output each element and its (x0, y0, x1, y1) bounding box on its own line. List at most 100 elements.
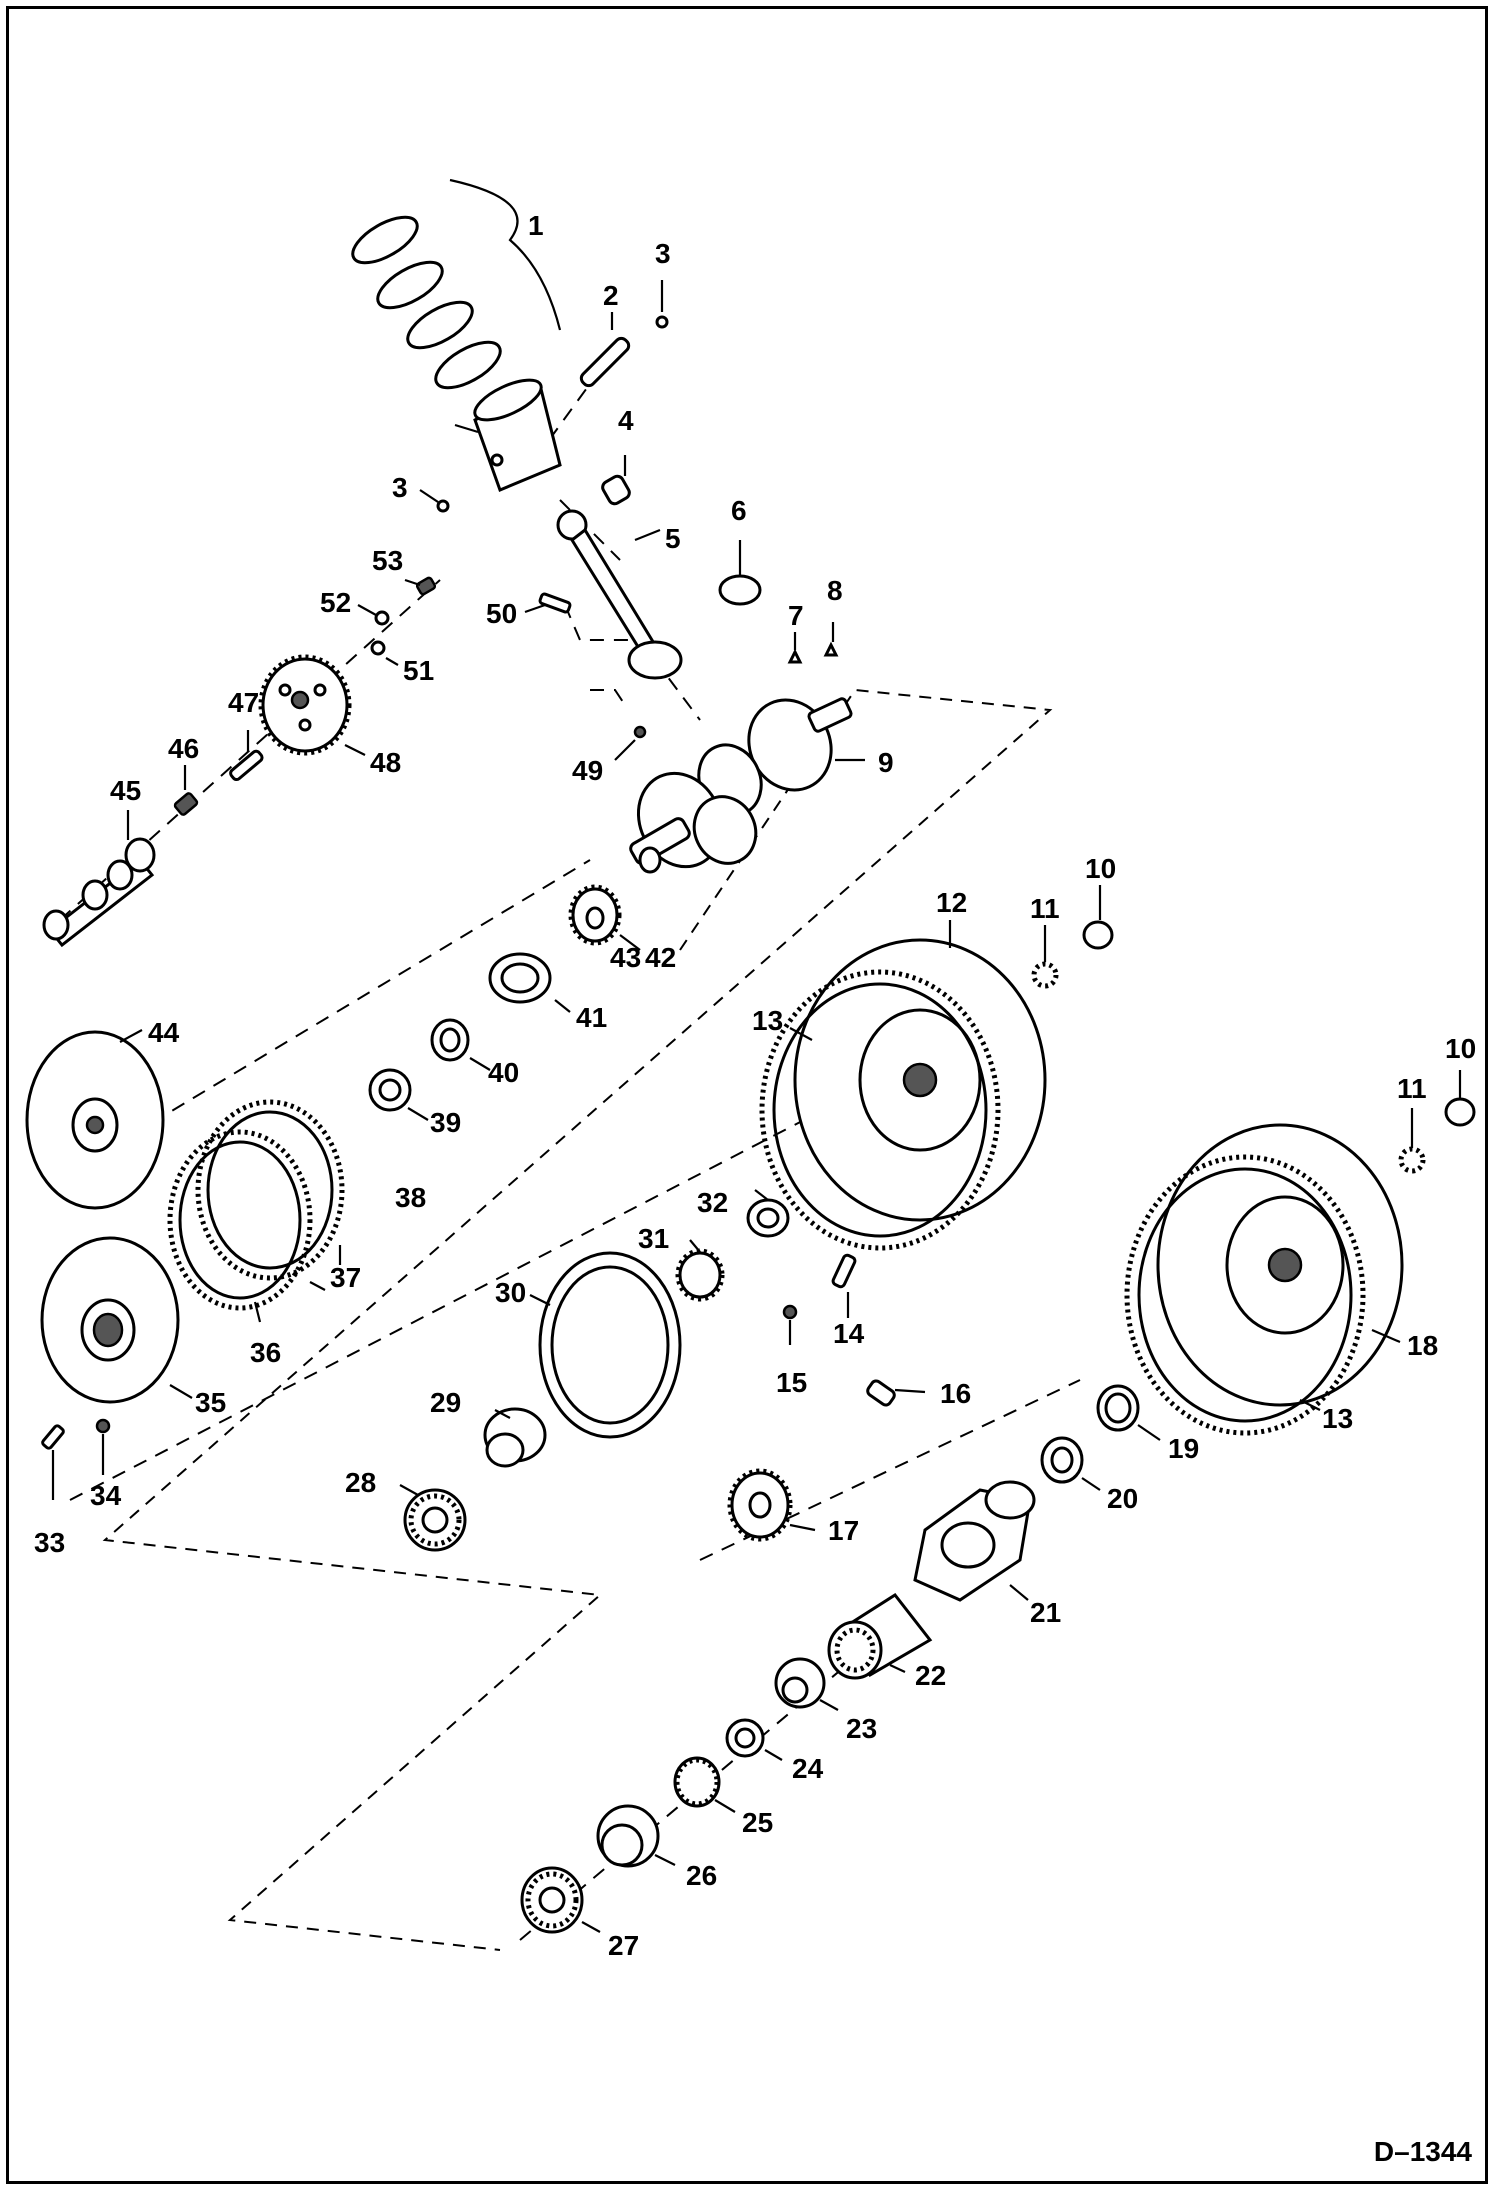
rod-bushing (601, 474, 631, 506)
clutch-drum-rear (1124, 1123, 1404, 1436)
callout: 16 (940, 1378, 971, 1409)
callout: 20 (1107, 1483, 1138, 1514)
callout: 52 (320, 587, 351, 618)
pin-clip-lower (436, 499, 450, 513)
crank-gear (568, 884, 622, 946)
callout: 22 (915, 1660, 946, 1691)
piston (473, 378, 562, 492)
callout: 38 (395, 1182, 426, 1213)
callout: 36 (250, 1337, 281, 1368)
camshaft (42, 837, 156, 948)
callout: 32 (697, 1187, 728, 1218)
callout: 31 (638, 1223, 669, 1254)
callout: 29 (430, 1387, 461, 1418)
callout: 49 (572, 755, 603, 786)
washer-51 (374, 610, 390, 626)
key-7 (787, 648, 803, 664)
callout: 40 (488, 1057, 519, 1088)
leader-lines (51, 280, 1462, 1933)
diagram-border (6, 6, 1488, 2184)
callout: 35 (195, 1387, 226, 1418)
crankshaft (629, 697, 853, 874)
callout: 41 (576, 1002, 607, 1033)
callout: 4 (618, 405, 634, 436)
callout: 19 (1168, 1433, 1199, 1464)
fitting-16 (866, 1379, 896, 1407)
callout: 50 (486, 598, 517, 629)
gasket-38 (195, 1099, 345, 1281)
callout: 26 (686, 1860, 717, 1891)
callout: 24 (792, 1753, 824, 1784)
callout: 37 (330, 1262, 361, 1293)
end-cover-43 (25, 1030, 165, 1210)
callout: 42 (645, 942, 676, 973)
callout: 39 (430, 1107, 461, 1138)
callout: 17 (828, 1515, 859, 1546)
piston-pin (579, 336, 631, 388)
callout: 25 (742, 1807, 773, 1838)
screw-52 (415, 576, 437, 596)
callout: 51 (403, 655, 434, 686)
callout: 2 (603, 280, 619, 311)
nut-34 (95, 1418, 111, 1434)
callout-labels: 1 2 3 3 4 5 6 7 8 9 10 10 11 11 12 13 13… (34, 210, 1476, 1961)
callout: 6 (731, 495, 747, 526)
sleeve-22 (827, 1593, 933, 1680)
callout: 10 (1445, 1033, 1476, 1064)
callout: 13 (752, 1005, 783, 1036)
rod-bearing (718, 574, 762, 606)
callout: 7 (788, 600, 804, 631)
rod-nut (633, 725, 647, 739)
callout: 43 (610, 942, 641, 973)
gear-31 (678, 1251, 722, 1299)
nut-10-front (1082, 920, 1114, 950)
callout: 14 (833, 1318, 865, 1349)
callout: 47 (228, 687, 259, 718)
callout: 18 (1407, 1330, 1438, 1361)
bolt-33 (41, 1424, 65, 1450)
clutch-drum-front (759, 938, 1047, 1251)
bearing-housing-21 (913, 1480, 1036, 1602)
spring-45 (173, 792, 199, 816)
callout: 34 (90, 1480, 122, 1511)
connecting-rod (556, 509, 683, 680)
drawing-number: D–1344 (1373, 2136, 1472, 2167)
bolt-14 (831, 1253, 857, 1289)
washer-15 (782, 1304, 798, 1320)
lockwasher-11-front (1031, 961, 1059, 989)
callout: 3 (392, 472, 408, 503)
callout: 27 (608, 1930, 639, 1961)
callout: 5 (665, 523, 681, 554)
rod-bolt (538, 592, 572, 614)
callout: 21 (1030, 1597, 1061, 1628)
nut-10-rear (1444, 1097, 1476, 1127)
washer-50 (370, 640, 386, 656)
callout: 28 (345, 1467, 376, 1498)
callout: 46 (168, 733, 199, 764)
gasket-37 (167, 1129, 313, 1311)
callout: 45 (110, 775, 141, 806)
callout: 9 (878, 747, 894, 778)
callout: 53 (372, 545, 403, 576)
callout: 15 (776, 1367, 807, 1398)
cam-gear (258, 654, 352, 756)
piston-rings (351, 178, 562, 390)
callout: 12 (936, 887, 967, 918)
callout: 23 (846, 1713, 877, 1744)
callout: 10 (1085, 853, 1116, 884)
callout: 11 (1030, 893, 1060, 924)
dashed-envelope (102, 688, 1053, 1951)
callout: 3 (655, 238, 671, 269)
callout: 48 (370, 747, 401, 778)
pin-clip-upper (655, 315, 669, 329)
callout: 11 (1397, 1073, 1427, 1104)
end-cover-35 (40, 1236, 180, 1404)
callout: 44 (148, 1017, 180, 1048)
pin-46 (229, 749, 264, 782)
callout: 1 (528, 210, 544, 241)
gasket-30 (538, 1251, 682, 1439)
key-8 (823, 641, 839, 657)
lockwasher-11-rear (1398, 1146, 1426, 1174)
callout: 30 (495, 1277, 526, 1308)
